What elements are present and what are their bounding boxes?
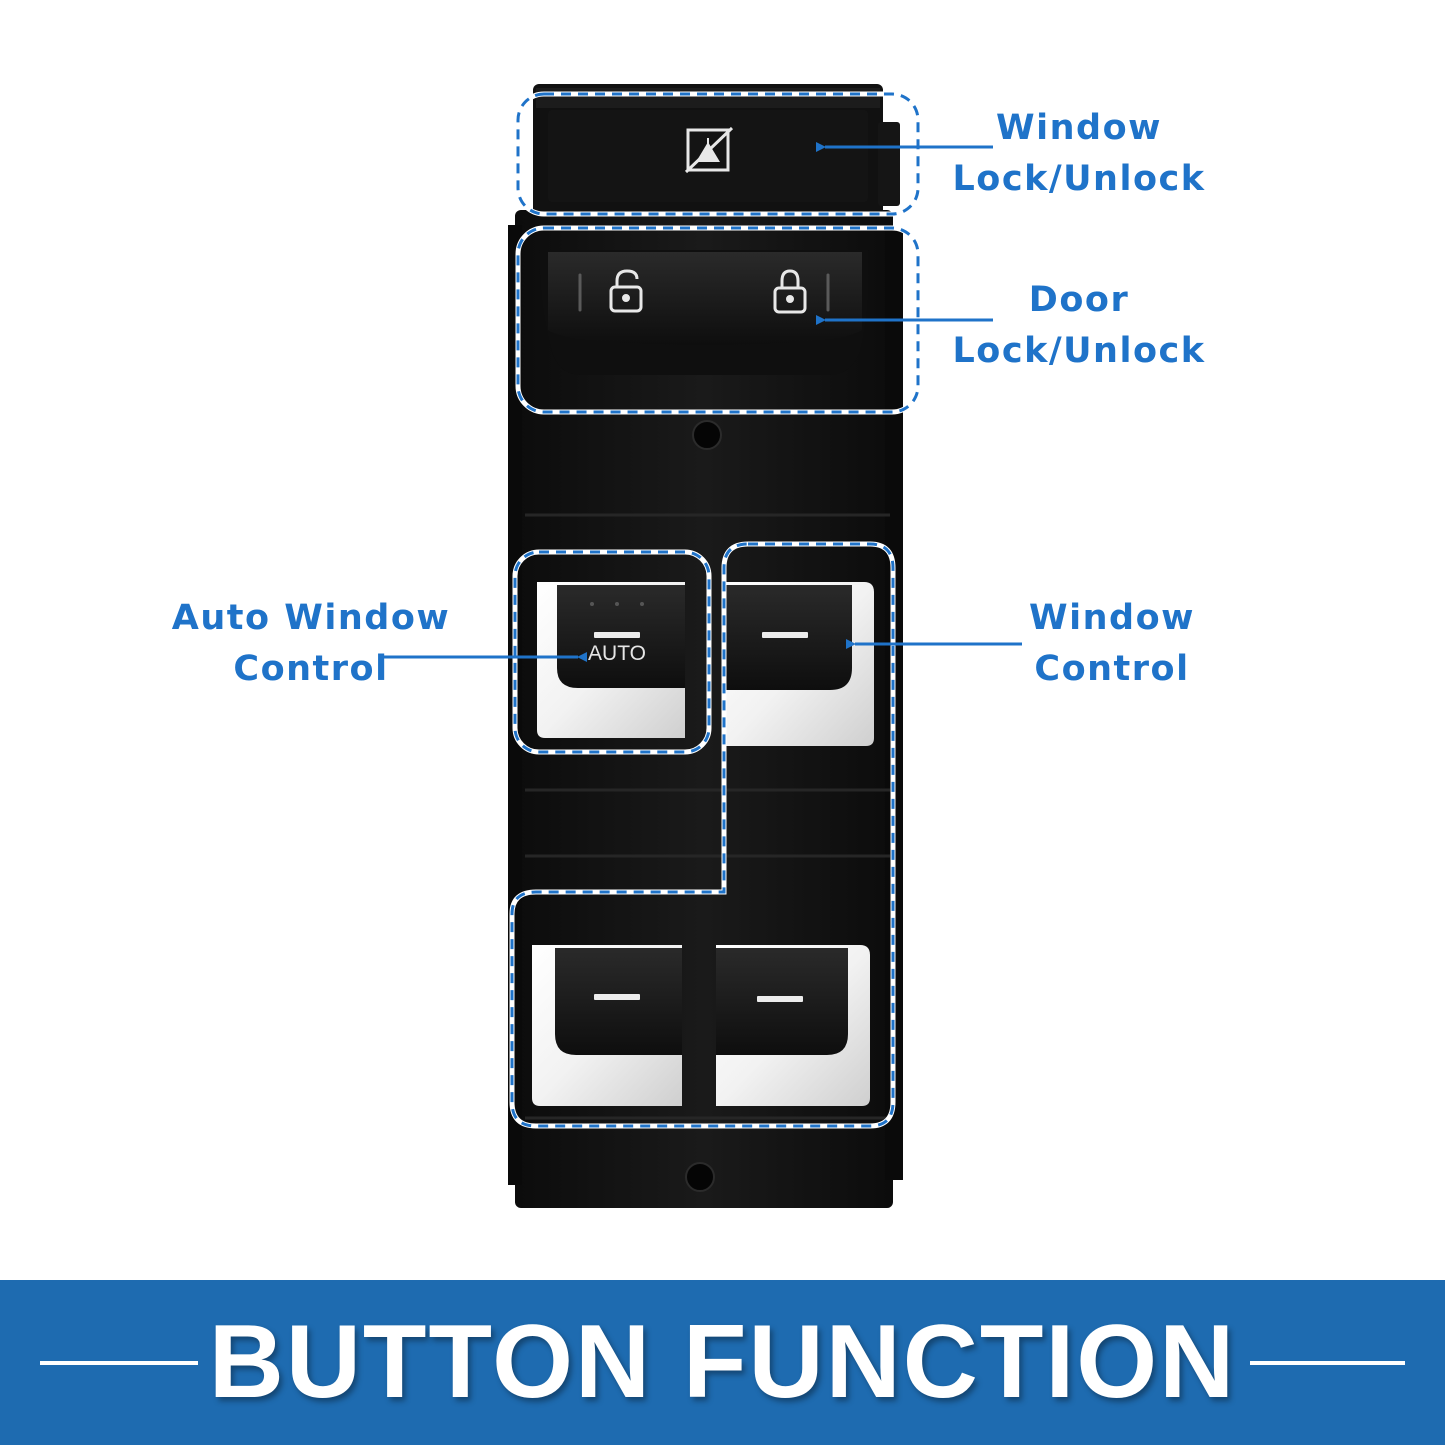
door-lock-callout: Door Lock/Unlock [940,275,1218,377]
highlight-outlines [509,91,921,1129]
callout-line: Lock/Unlock [952,331,1206,371]
callout-line: Control [1034,649,1190,689]
callout-line: Window [996,108,1162,148]
window-lock-callout: Window Lock/Unlock [940,103,1218,205]
title-banner: BUTTON FUNCTION [0,1280,1445,1445]
banner-rule-right [1250,1361,1405,1365]
banner-rule-left [40,1361,198,1365]
auto-label: AUTO [588,642,646,665]
passenger-window-switch[interactable] [725,582,874,746]
callout-line: Control [233,649,389,689]
auto-window-outline [513,550,711,754]
door-lock-outline [516,226,920,414]
callout-line: Lock/Unlock [952,159,1206,199]
banner-title: BUTTON FUNCTION [208,1304,1237,1420]
window-lock-button[interactable] [548,110,868,202]
window-lock-outline [516,92,920,216]
auto-window-switch[interactable]: AUTO [537,582,685,738]
callout-line: Door [1028,280,1130,320]
auto-window-callout: Auto Window Control [160,593,462,695]
lock-padlock-icon [773,269,807,314]
rear-right-window-switch[interactable] [716,945,870,1106]
callout-arrows [382,142,1022,662]
callout-line: Auto Window [171,598,451,638]
door-lock-rocker[interactable] [539,250,869,375]
window-control-outline [510,542,895,1128]
unlock-padlock-icon [609,269,643,313]
window-control-callout: Window Control [1000,593,1224,695]
rear-left-window-switch[interactable] [532,945,682,1106]
window-lockout-icon [684,126,734,174]
switch-panel-illustration: AUTO [382,84,1022,1208]
callout-line: Window [1029,598,1195,638]
